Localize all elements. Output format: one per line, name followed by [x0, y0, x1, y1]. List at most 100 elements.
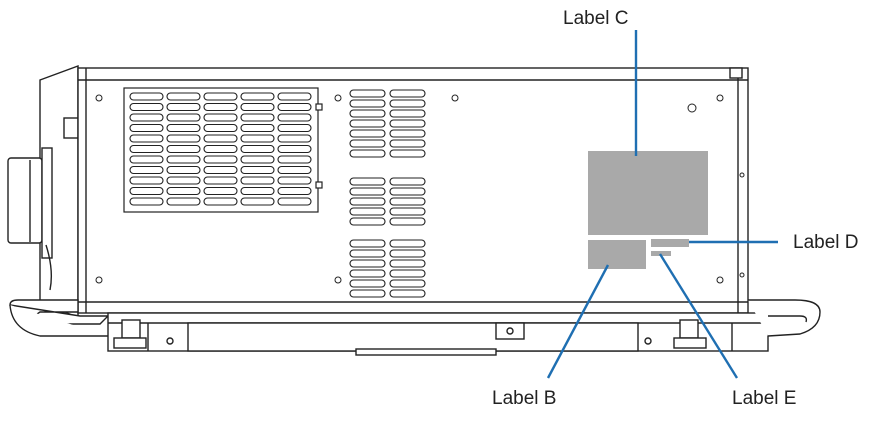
vent-slot [389, 269, 426, 278]
vent-slot [349, 177, 386, 186]
vent-slot [389, 89, 426, 98]
vent-slot [240, 197, 275, 206]
vent-slot [277, 123, 312, 133]
label-b-callout: Label B [492, 388, 557, 409]
vent-slot [203, 144, 238, 154]
label-c-plate [588, 151, 708, 235]
vent-slot [129, 92, 164, 101]
vent-slot [277, 113, 312, 122]
vent-slot [129, 134, 164, 143]
vent-slot [240, 186, 275, 196]
label-c-callout: Label C [563, 8, 629, 29]
vent-slot [277, 176, 312, 185]
vent-slot [349, 109, 386, 118]
vent-slot [349, 187, 386, 196]
vent-slot [166, 186, 201, 196]
vent-slot [277, 197, 312, 206]
vent-slot [349, 279, 386, 288]
vent-slot [240, 113, 275, 122]
vent-slot [240, 134, 275, 143]
vent-slot [389, 109, 426, 118]
vent-slot [349, 289, 386, 298]
vent-slot [203, 92, 238, 101]
vent-slot [129, 155, 164, 164]
vent-slot [129, 113, 164, 122]
vent-slot [203, 197, 238, 206]
vent-slot [389, 217, 426, 226]
vent-slot [389, 197, 426, 206]
base-and-feet [9, 299, 821, 356]
vent-slot [240, 102, 275, 112]
vent-slot [129, 176, 164, 185]
vent-slot [389, 99, 426, 108]
label-d-plate [651, 239, 689, 247]
vent-slot [277, 144, 312, 154]
vent-slots-middle [349, 89, 426, 298]
leader-line-label-b [546, 264, 610, 379]
vent-slot [349, 217, 386, 226]
vent-slot [166, 197, 201, 206]
vent-slot [349, 259, 386, 268]
vent-slot [129, 197, 164, 206]
vent-slot [389, 289, 426, 298]
vent-slot [166, 155, 201, 164]
vent-slot [240, 92, 275, 101]
vent-slot [389, 279, 426, 288]
vent-slot [166, 165, 201, 175]
vent-slot [203, 102, 238, 112]
vent-slot [389, 139, 426, 148]
leader-lines [546, 30, 778, 379]
screws [95, 94, 745, 284]
vent-slot [389, 119, 426, 128]
vent-slot [349, 149, 386, 158]
vent-slot [389, 129, 426, 138]
vent-slot [349, 119, 386, 128]
vent-slot [166, 144, 201, 154]
vent-slot [240, 144, 275, 154]
vent-slot [203, 113, 238, 122]
vent-slot [349, 89, 386, 98]
label-b-plate [588, 240, 646, 269]
vent-slot [349, 139, 386, 148]
vent-slot [166, 113, 201, 122]
vent-slot [240, 123, 275, 133]
vent-slot [129, 186, 164, 196]
vent-slot [203, 176, 238, 185]
vent-slot [349, 269, 386, 278]
vent-slot [166, 123, 201, 133]
vent-slot [166, 134, 201, 143]
vent-slot [166, 92, 201, 101]
vent-slot [240, 155, 275, 164]
vent-slot [129, 102, 164, 112]
vent-slot [129, 165, 164, 175]
vent-slot [240, 176, 275, 185]
vent-slot [389, 259, 426, 268]
vent-slot [129, 123, 164, 133]
vent-slot [277, 155, 312, 164]
vent-slot [277, 165, 312, 175]
lens-assembly [7, 64, 79, 320]
vent-slot [389, 149, 426, 158]
vent-slot [129, 144, 164, 154]
vent-slot [349, 197, 386, 206]
label-e-callout: Label E [732, 388, 797, 409]
vent-slot [389, 249, 426, 258]
vent-slot [277, 102, 312, 112]
vent-slot [389, 177, 426, 186]
vent-slot [277, 186, 312, 196]
vent-slots-left [129, 92, 312, 206]
vent-slot [166, 176, 201, 185]
vent-slot [203, 186, 238, 196]
vent-slot [203, 134, 238, 143]
vent-slot [349, 129, 386, 138]
leader-line-label-e [658, 253, 739, 379]
vent-slot [389, 239, 426, 248]
vent-slot [203, 123, 238, 133]
vent-slot [349, 249, 386, 258]
vent-slot [389, 207, 426, 216]
vent-slot [349, 99, 386, 108]
vent-slot [389, 187, 426, 196]
vent-slot [277, 134, 312, 143]
